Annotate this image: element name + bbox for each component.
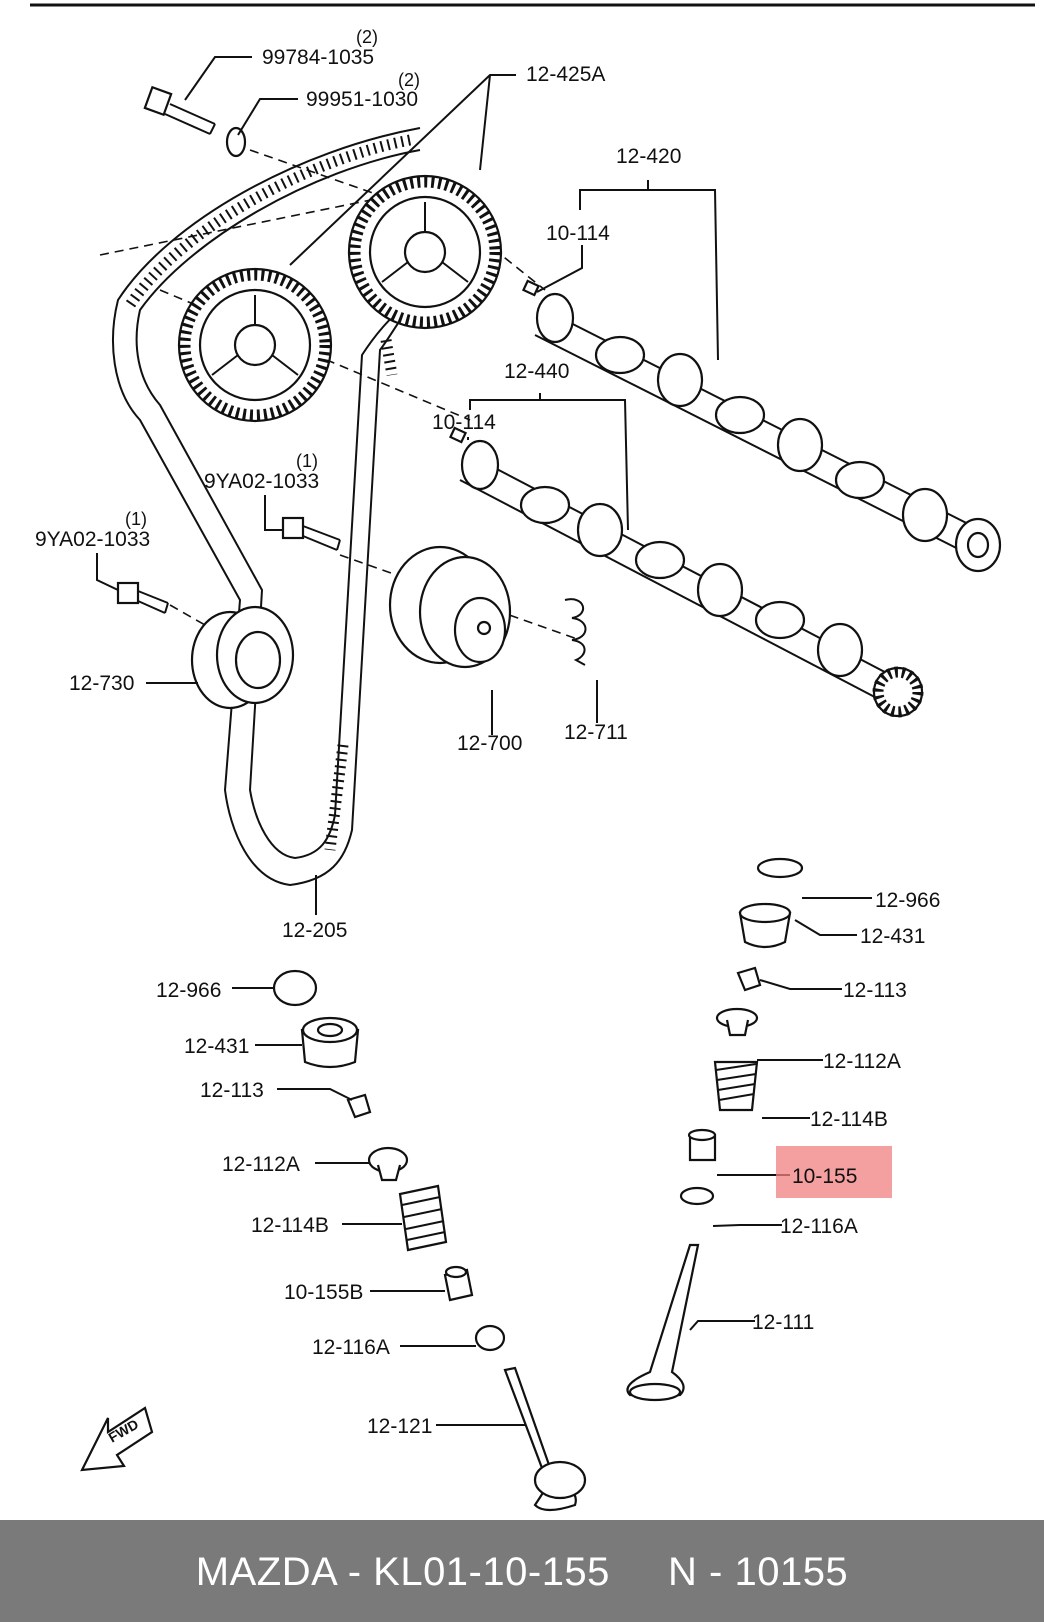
footer-spacer bbox=[610, 1550, 668, 1594]
right-spring-seat bbox=[679, 1186, 715, 1206]
right-shim bbox=[756, 857, 804, 879]
label-tensioner: 12-700 bbox=[457, 732, 522, 755]
right-tappet bbox=[738, 902, 792, 949]
label-bolt-mid-qty: (1) bbox=[296, 451, 318, 471]
label-l-shim: 12-966 bbox=[156, 979, 221, 1002]
label-bolt-mid: 9YA02-1033 bbox=[204, 470, 319, 493]
label-camshaft-lower: 12-440 bbox=[504, 360, 569, 383]
label-l-seal: 10-155B bbox=[284, 1281, 363, 1304]
leader-lines bbox=[96, 56, 872, 1426]
right-valve-seal bbox=[687, 1128, 717, 1162]
label-l-retainer: 12-112A bbox=[222, 1153, 300, 1176]
label-washer-top-qty: (2) bbox=[398, 70, 420, 90]
cam-pulley-front bbox=[177, 267, 333, 423]
label-bolt-left-qty: (1) bbox=[125, 509, 147, 529]
left-spring bbox=[398, 1184, 448, 1252]
label-washer-top: 99951-1030 bbox=[306, 88, 418, 111]
dowel-pin-lower bbox=[448, 426, 468, 444]
label-belt: 12-205 bbox=[282, 919, 347, 942]
tensioner-pulley bbox=[388, 545, 512, 669]
right-valve bbox=[626, 1243, 700, 1402]
label-r-tappet: 12-431 bbox=[860, 925, 925, 948]
camshaft-upper bbox=[534, 292, 1002, 573]
idler-bolt bbox=[116, 581, 169, 614]
camshaft-lower bbox=[459, 439, 924, 718]
left-valve-seal bbox=[443, 1265, 474, 1302]
footer-caption: MAZDA - KL01-10-155 N - 10155 bbox=[0, 1550, 1044, 1595]
left-valve bbox=[503, 1366, 587, 1512]
tensioner-bolt bbox=[281, 516, 341, 551]
part-labels: (2) 99784-1035 (2) 99951-1030 12-425A 12… bbox=[35, 27, 940, 1438]
label-camshaft-upper: 12-420 bbox=[616, 145, 681, 168]
label-r-keeper: 12-113 bbox=[843, 979, 907, 1002]
right-keeper bbox=[736, 966, 762, 992]
right-retainer bbox=[715, 1007, 759, 1037]
label-l-keeper: 12-113 bbox=[200, 1079, 264, 1102]
dowel-pin-upper bbox=[521, 279, 541, 297]
right-spring bbox=[713, 1060, 759, 1112]
footer-bar: MAZDA - KL01-10-155 N - 10155 bbox=[0, 1520, 1044, 1622]
fwd-arrow-icon: FWD bbox=[80, 1406, 154, 1472]
highlight-box bbox=[776, 1146, 892, 1198]
label-pin-upper: 10-114 bbox=[546, 222, 610, 245]
label-spring: 12-711 bbox=[564, 721, 628, 744]
left-tappet bbox=[300, 1016, 360, 1069]
assembly-lines bbox=[99, 149, 581, 641]
label-l-valve: 12-121 bbox=[367, 1415, 432, 1438]
tensioner-spring bbox=[564, 598, 587, 666]
label-r-spring: 12-114B bbox=[810, 1108, 888, 1131]
label-r-valve: 12-111 bbox=[752, 1311, 814, 1334]
footer-number: N - 10155 bbox=[668, 1550, 849, 1594]
label-l-seat: 12-116A bbox=[312, 1336, 390, 1359]
label-l-tappet: 12-431 bbox=[184, 1035, 249, 1058]
left-spring-seat bbox=[474, 1324, 506, 1352]
idler-pulley bbox=[190, 605, 295, 710]
label-r-shim: 12-966 bbox=[875, 889, 940, 912]
label-pin-lower: 10-114 bbox=[432, 411, 496, 434]
left-shim bbox=[272, 969, 318, 1007]
cam-pulley-rear bbox=[347, 174, 503, 330]
parts-diagram: FWD (2) 99784-1035 bbox=[30, 3, 1035, 1512]
footer-brand-part: MAZDA - KL01-10-155 bbox=[195, 1550, 610, 1594]
label-bolt-left: 9YA02-1033 bbox=[35, 528, 150, 551]
pulley-bolt bbox=[143, 85, 216, 135]
label-l-spring: 12-114B bbox=[251, 1214, 329, 1237]
label-r-seal: 10-155 bbox=[792, 1165, 857, 1188]
label-r-seat: 12-116A bbox=[780, 1215, 858, 1238]
label-bolt-top: 99784-1035 bbox=[262, 46, 374, 69]
label-idler: 12-730 bbox=[69, 672, 134, 695]
pulley-washer bbox=[225, 126, 247, 158]
label-r-retainer: 12-112A bbox=[823, 1050, 901, 1073]
left-keeper bbox=[346, 1093, 372, 1119]
label-pulley: 12-425A bbox=[526, 63, 605, 86]
label-bolt-top-qty: (2) bbox=[356, 27, 378, 47]
left-retainer bbox=[367, 1146, 409, 1182]
